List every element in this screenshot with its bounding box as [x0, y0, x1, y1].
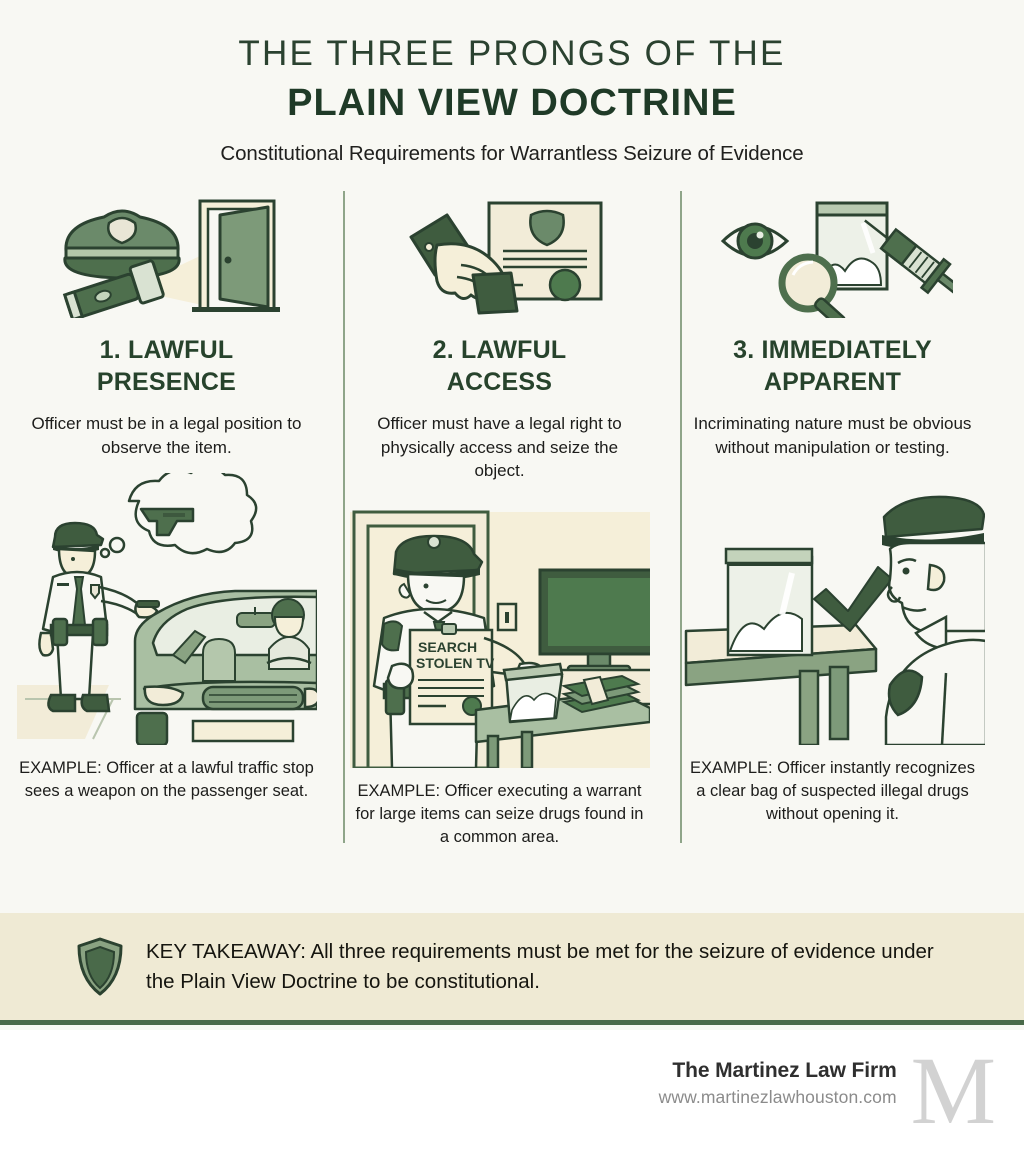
prong-title-2: 2. LAWFUL ACCESS [433, 334, 567, 398]
warrant-label-line1: SEARCH [418, 639, 477, 655]
column-divider-2 [680, 191, 682, 844]
prong-title-1-line2: PRESENCE [96, 368, 237, 397]
officer-executing-warrant-scene: SEARCH STOLEN TV [349, 496, 650, 769]
prongs-container: 1. LAWFUL PRESENCE Officer must be in a … [0, 191, 1024, 846]
prong-example-1: EXAMPLE: Officer at a lawful traffic sto… [19, 758, 314, 800]
prong-description-1: Officer must be in a legal position to o… [31, 414, 302, 457]
poster-footer: The Martinez Law Firm www.martinezlawhou… [0, 1030, 1024, 1154]
firm-website[interactable]: www.martinezlawhouston.com [658, 1087, 897, 1107]
prong-title-1-line1: 1. LAWFUL [99, 336, 234, 365]
prong-title-2-line1: 2. LAWFUL [432, 336, 567, 365]
shield-icon [76, 937, 124, 997]
page-title-line1: THE THREE PRONGS OF THE [238, 34, 786, 73]
prong-example-2: EXAMPLE: Officer executing a warrant for… [355, 782, 644, 846]
officer-at-traffic-stop-scene [16, 472, 317, 745]
page-subtitle: Constitutional Requirements for Warrantl… [220, 142, 804, 166]
prong-title-1: 1. LAWFUL PRESENCE [97, 334, 236, 398]
police-cap-flashlight-open-door-icon [52, 193, 282, 319]
footer-branding: The Martinez Law Firm www.martinezlawhou… [659, 1037, 996, 1144]
officer-recognizing-drug-bag-scene [680, 473, 985, 745]
prong-column-1: 1. LAWFUL PRESENCE Officer must be in a … [0, 191, 333, 846]
firm-name: The Martinez Law Firm [672, 1059, 897, 1082]
prong-example-3: EXAMPLE: Officer instantly recognizes a … [690, 758, 975, 823]
key-takeaway-text: KEY TAKEAWAY: All three requirements mus… [146, 940, 934, 993]
prong-description-3: Incriminating nature must be obvious wit… [693, 414, 972, 457]
key-takeaway-banner: KEY TAKEAWAY: All three requirements mus… [0, 913, 1024, 1025]
page-title-line2: PLAIN VIEW DOCTRINE [287, 81, 737, 124]
poster-header: THE THREE PRONGS OF THE PLAIN VIEW DOCTR… [0, 0, 1024, 166]
column-divider-1 [343, 191, 345, 844]
warrant-label-line2: STOLEN TV [416, 655, 495, 671]
firm-monogram-logo: M [910, 1037, 996, 1144]
prong-column-3: 3. IMMEDIATELY APPARENT Incriminating na… [666, 191, 999, 846]
prong-description-2: Officer must have a legal right to physi… [377, 414, 622, 480]
prong-title-3-line2: APPARENT [763, 368, 902, 397]
prong-column-2: 2. LAWFUL ACCESS Officer must have a leg… [333, 191, 666, 846]
prong-title-3: 3. IMMEDIATELY APPARENT [733, 334, 932, 398]
hand-with-warrant-document-icon [385, 193, 615, 318]
prong-title-2-line2: ACCESS [446, 368, 553, 397]
footer-text-block: The Martinez Law Firm www.martinezlawhou… [659, 1050, 911, 1108]
eye-magnifier-drug-bag-syringe-icon [713, 193, 953, 319]
prong-title-3-line1: 3. IMMEDIATELY [733, 336, 932, 365]
